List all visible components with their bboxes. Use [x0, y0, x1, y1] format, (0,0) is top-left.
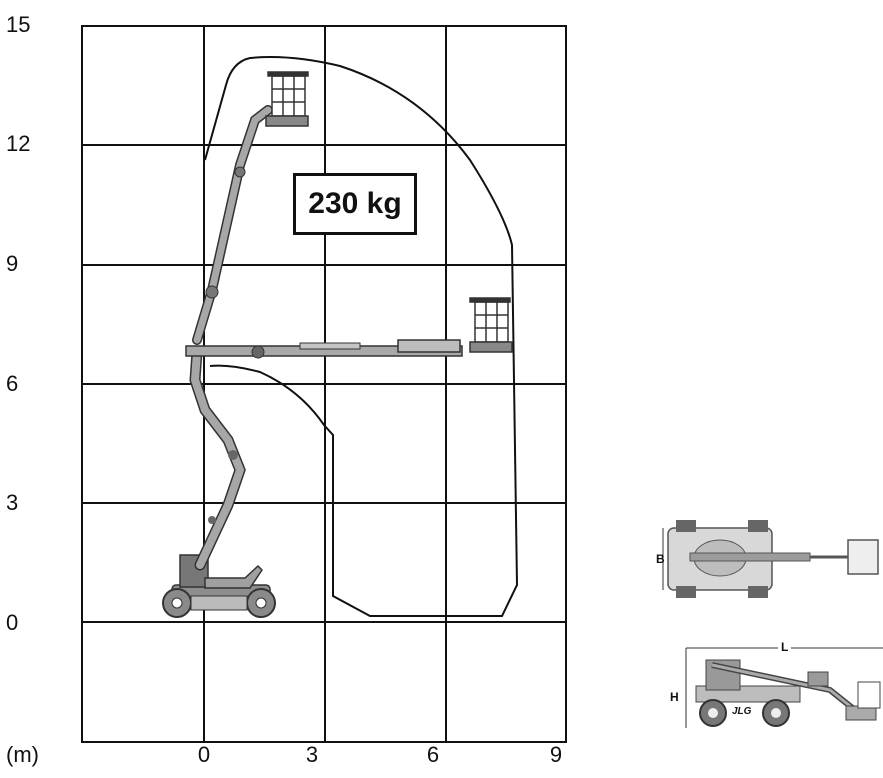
dimension-b-label: B	[656, 552, 665, 566]
basket-raised	[265, 71, 309, 127]
y-tick-0: 0	[6, 610, 19, 635]
x-tick-6: 6	[426, 742, 440, 767]
x-tick-9: 9	[549, 742, 563, 767]
y-tick-3: 3	[6, 490, 19, 515]
y-tick-12: 12	[6, 131, 31, 156]
x-tick-0: 0	[197, 742, 211, 767]
brand-logo: JLG	[732, 706, 752, 717]
unit-label: (m)	[6, 742, 39, 767]
basket-extended	[469, 297, 513, 353]
y-tick-6: 6	[6, 371, 19, 396]
payload-capacity-label: 230 kg	[293, 173, 417, 235]
lift-top-view-icon	[662, 520, 879, 598]
dimension-h-label: H	[670, 690, 679, 704]
dimension-l-label: L	[778, 640, 792, 654]
x-tick-3: 3	[305, 742, 319, 767]
aerial-boom-lift-icon	[162, 71, 513, 618]
working-envelope	[204, 56, 519, 617]
lift-side-view-icon	[685, 647, 883, 728]
y-tick-9: 9	[6, 251, 19, 276]
y-tick-15: 15	[6, 12, 31, 37]
grid	[81, 25, 567, 743]
